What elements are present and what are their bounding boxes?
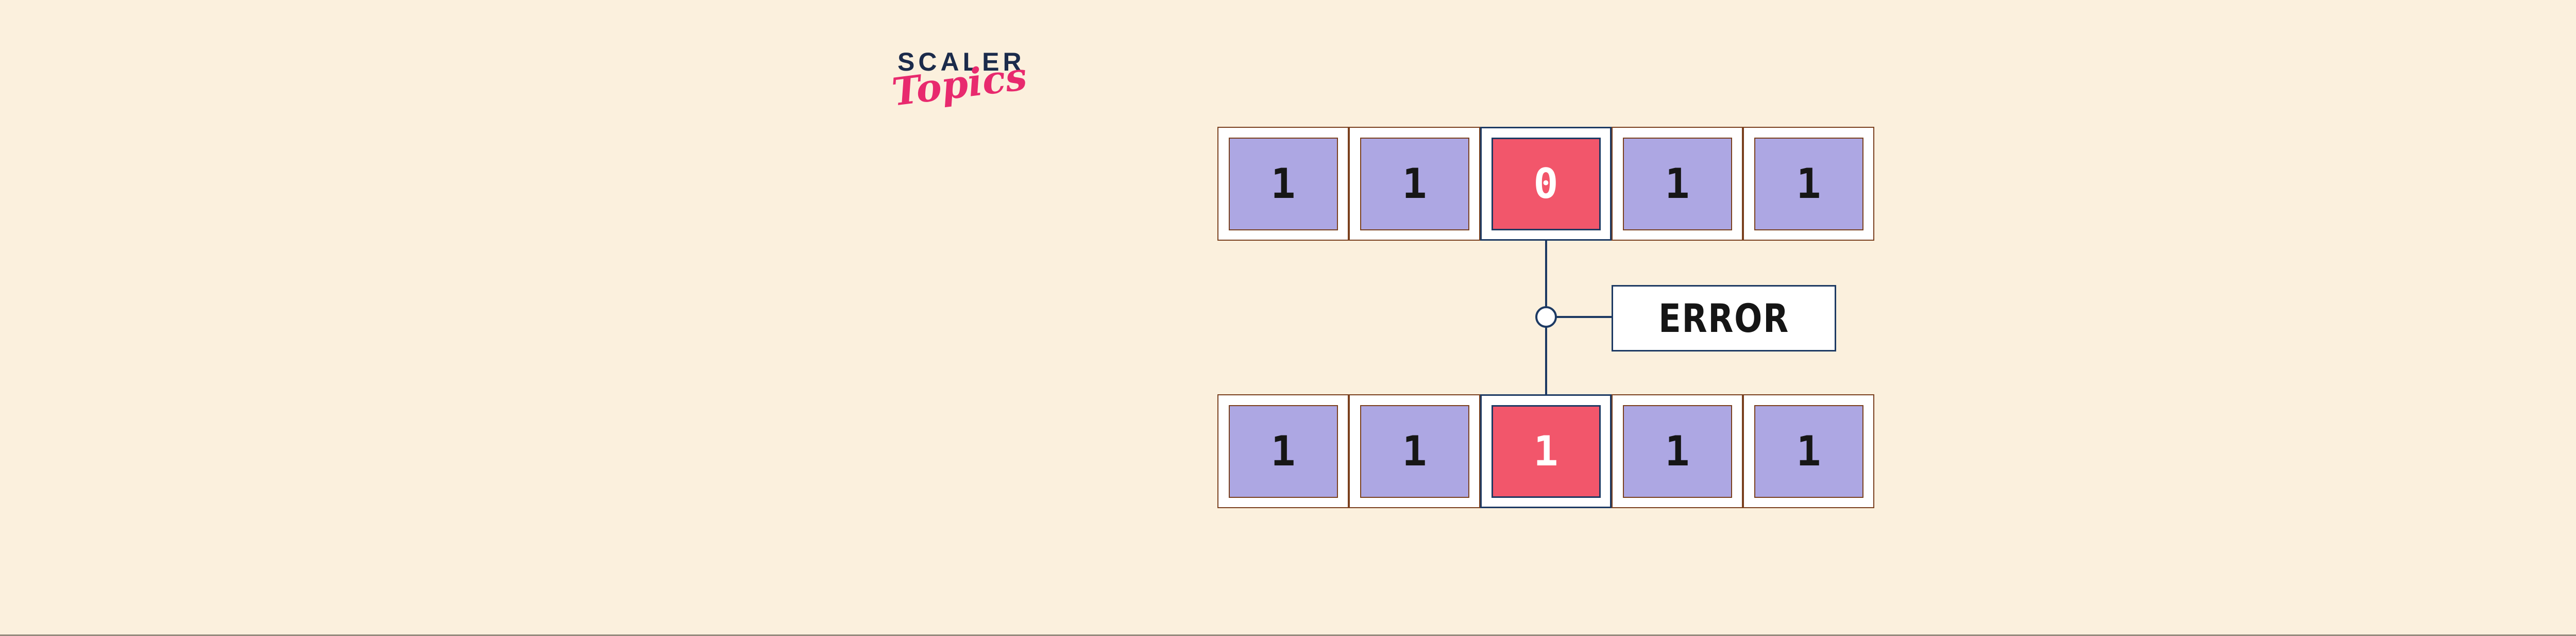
bit-value-top-4: 1 bbox=[1754, 137, 1863, 230]
connector-junction-circle bbox=[1535, 306, 1557, 328]
codeword-row-top: 1 1 0 1 1 bbox=[1217, 127, 1874, 241]
bit-cell-top-2-error: 0 bbox=[1480, 127, 1612, 241]
bit-cell-bottom-2-error: 1 bbox=[1480, 394, 1612, 508]
bit-value-bottom-0: 1 bbox=[1228, 405, 1338, 498]
bit-cell-top-3: 1 bbox=[1612, 127, 1743, 241]
bit-cell-bottom-0: 1 bbox=[1217, 394, 1349, 508]
error-label: ERROR bbox=[1658, 295, 1789, 341]
bit-cell-top-4: 1 bbox=[1743, 127, 1874, 241]
bit-value-bottom-3: 1 bbox=[1622, 405, 1732, 498]
bit-cell-top-1: 1 bbox=[1349, 127, 1480, 241]
bit-value-top-1: 1 bbox=[1360, 137, 1469, 230]
scaler-topics-logo: SCALER Topics bbox=[890, 47, 1052, 115]
codeword-row-bottom: 1 1 1 1 1 bbox=[1217, 394, 1874, 508]
bit-value-top-0: 1 bbox=[1228, 137, 1338, 230]
bit-value-top-2: 0 bbox=[1491, 137, 1601, 230]
bit-cell-bottom-1: 1 bbox=[1349, 394, 1480, 508]
bit-cell-bottom-4: 1 bbox=[1743, 394, 1874, 508]
logo-brand-text: SCALER bbox=[897, 47, 1025, 76]
bottom-rule bbox=[0, 634, 2576, 636]
connector-horizontal-line bbox=[1556, 316, 1612, 318]
bit-value-top-3: 1 bbox=[1622, 137, 1732, 230]
bit-value-bottom-1: 1 bbox=[1360, 405, 1469, 498]
bit-cell-top-0: 1 bbox=[1217, 127, 1349, 241]
bit-value-bottom-2: 1 bbox=[1491, 405, 1601, 498]
bit-cell-bottom-3: 1 bbox=[1612, 394, 1743, 508]
bit-value-bottom-4: 1 bbox=[1754, 405, 1863, 498]
error-label-box: ERROR bbox=[1612, 285, 1836, 352]
